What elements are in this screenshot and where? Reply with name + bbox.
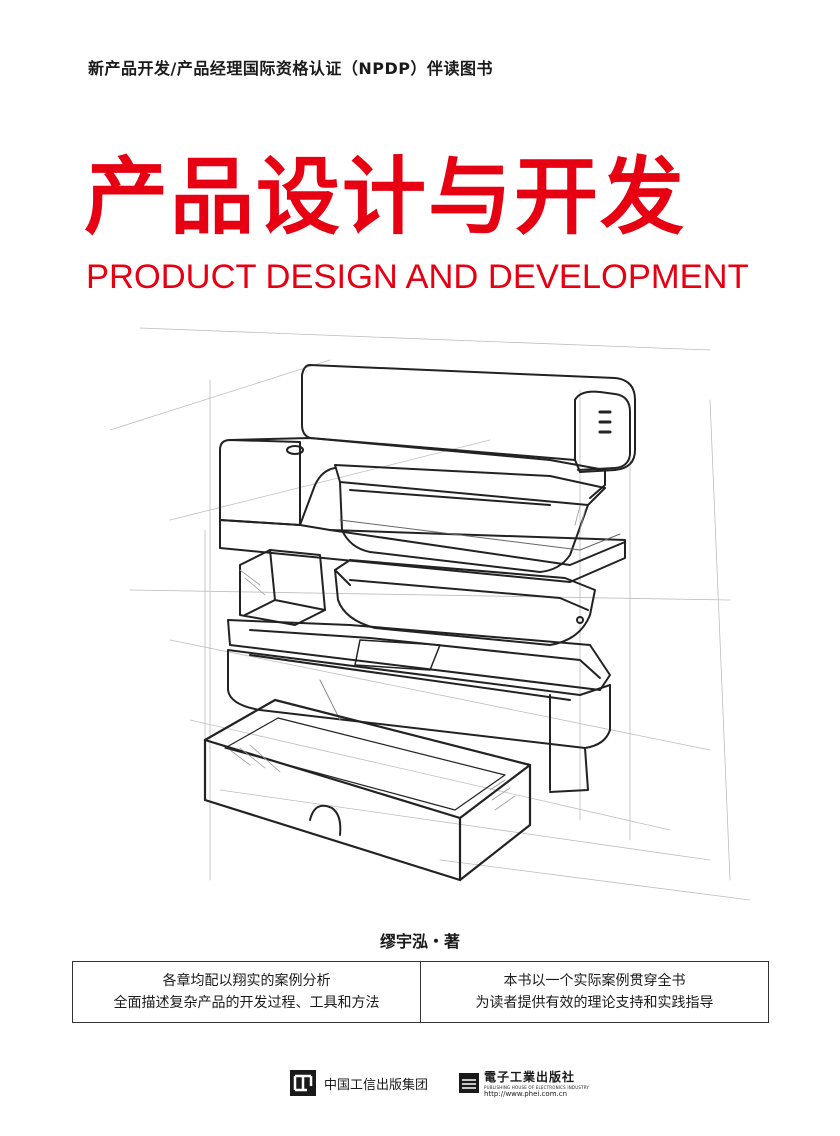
author: 缪宇泓・著 <box>379 932 460 951</box>
title-english: PRODUCT DESIGN AND DEVELOPMENT <box>86 258 749 296</box>
publisher-group-name: 中国工信出版集团 <box>324 1077 429 1093</box>
publisher-url: http://www.phei.com.cn <box>484 1090 568 1098</box>
publisher-house-english: PUBLISHING HOUSE OF ELECTRONICS INDUSTRY <box>484 1085 590 1090</box>
publisher-group: 中国工信出版集团 <box>288 1065 428 1101</box>
publisher-house: 電子工業出版社 PUBLISHING HOUSE OF ELECTRONICS … <box>458 1065 589 1101</box>
feature-column-right: 本书以一个实际案例贯穿全书 为读者提供有效的理论支持和实践指导 <box>420 962 768 1022</box>
feature-text: 全面描述复杂产品的开发过程、工具和方法 <box>113 995 380 1011</box>
title-chinese: 产品设计与开发 <box>84 148 687 246</box>
publisher-house-name: 電子工業出版社 <box>484 1070 576 1084</box>
feature-text: 各章均配以翔实的案例分析 <box>162 973 331 989</box>
phei-logo <box>459 1073 479 1093</box>
feature-text: 本书以一个实际案例贯穿全书 <box>503 973 686 989</box>
feature-column-left: 各章均配以翔实的案例分析 全面描述复杂产品的开发过程、工具和方法 <box>73 962 420 1022</box>
product-sketch-illustration <box>110 327 750 901</box>
series-line: 新产品开发/产品经理国际资格认证（NPDP）伴读图书 <box>88 59 493 78</box>
miit-group-logo <box>290 1070 316 1096</box>
feature-box: 各章均配以翔实的案例分析 全面描述复杂产品的开发过程、工具和方法 本书以一个实际… <box>72 961 769 1023</box>
feature-text: 为读者提供有效的理论支持和实践指导 <box>475 995 714 1011</box>
